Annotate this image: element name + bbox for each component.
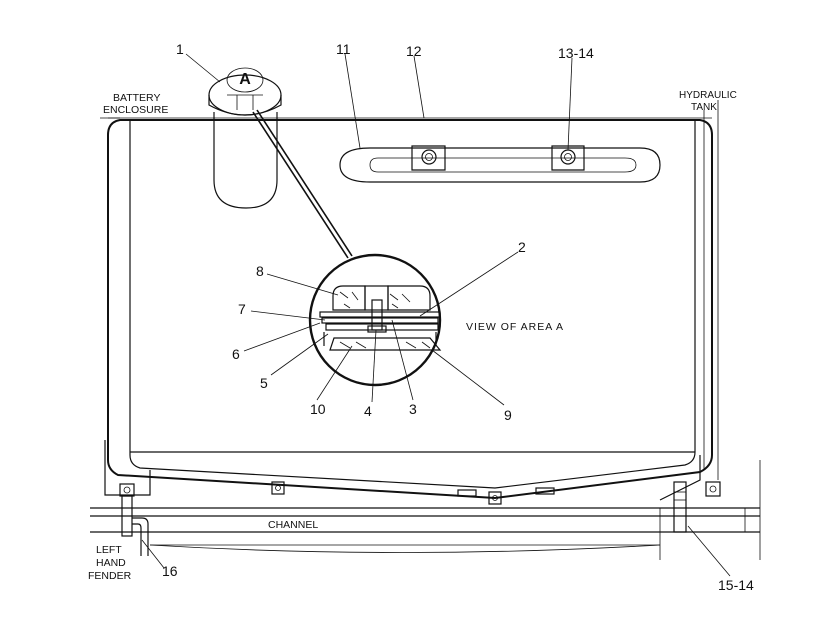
left-hand-fender-label-line1: LEFT: [96, 544, 122, 556]
hydraulic-tank-label-line2: TANK: [691, 102, 717, 113]
detail-circle: [308, 253, 442, 387]
callout-6: 6: [232, 346, 240, 362]
callout-15-14: 15-14: [718, 577, 754, 593]
battery-enclosure-label-line1: BATTERY: [113, 92, 160, 104]
tank-supports: [104, 440, 721, 537]
filler-neck: [208, 67, 282, 209]
channel-label: CHANNEL: [268, 519, 318, 531]
tank-body: [100, 100, 719, 500]
battery-enclosure-label-line2: ENCLOSURE: [103, 104, 168, 116]
callout-2: 2: [518, 239, 526, 255]
callout-7: 7: [238, 301, 246, 317]
tank-strap: [339, 145, 661, 183]
callout-12: 12: [406, 43, 422, 59]
callout-10: 10: [310, 401, 326, 417]
callout-9: 9: [504, 407, 512, 423]
left-hand-fender-label-line3: FENDER: [88, 570, 132, 582]
callout-16: 16: [162, 563, 178, 579]
filler-cap-letter: A: [239, 71, 251, 88]
callout-4: 4: [364, 403, 372, 419]
callout-11: 11: [336, 41, 351, 57]
callout-1: 1: [176, 41, 184, 57]
callout-13-14: 13-14: [558, 45, 594, 61]
detail-leader-lines: [252, 109, 353, 259]
view-of-area-a-label: VIEW OF AREA A: [466, 321, 564, 333]
callout-leaders: [141, 53, 731, 577]
channel: [90, 460, 761, 560]
hydraulic-tank-label-line1: HYDRAULIC: [679, 90, 737, 101]
callout-3: 3: [409, 401, 417, 417]
left-hand-fender-label-line2: HAND: [96, 557, 126, 569]
callout-5: 5: [260, 375, 268, 391]
callout-8: 8: [256, 263, 264, 279]
